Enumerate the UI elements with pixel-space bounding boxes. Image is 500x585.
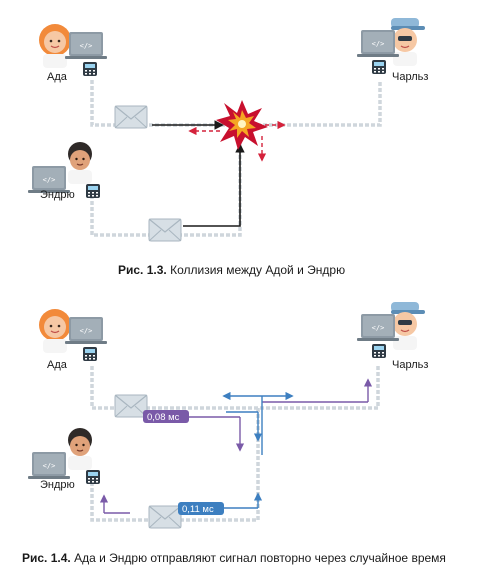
cap-icon [391, 18, 419, 28]
caption-number: Рис. 1.4. [22, 551, 71, 565]
phone-icon [83, 62, 97, 76]
collision-burst-icon [216, 100, 268, 150]
envelope-icon [114, 394, 148, 418]
ada-retransmit-path: 0,08 мс [99, 378, 373, 514]
chain-network-2 [90, 366, 380, 522]
phone-icon [86, 470, 100, 484]
ada-label: Ада [47, 359, 68, 371]
charles-label: Чарльз [392, 359, 428, 371]
andrew-label: Эндрю [40, 189, 75, 201]
andrew-avatar [70, 436, 90, 456]
andrew-station-1 [28, 142, 100, 198]
phone-icon [83, 347, 97, 361]
figure-1-3-caption: Рис. 1.3. Коллизия между Адой и Эндрю [118, 263, 345, 277]
phone-icon [86, 184, 100, 198]
envelope-icon [148, 505, 182, 529]
figure-1-4: Ада Чарльз Эндрю [22, 302, 446, 565]
caption-text: Ада и Эндрю отправляют сигнал повторно ч… [71, 551, 446, 565]
andrew-delay-text: 0,11 мс [182, 504, 214, 515]
ada-delay-tag [143, 410, 189, 423]
ada-station-1 [39, 24, 107, 76]
cap-icon [391, 302, 419, 312]
ada-label: Ада [47, 71, 68, 83]
laptop-icon [65, 317, 107, 344]
charles-station-1 [357, 18, 425, 74]
charles-station-2 [357, 302, 425, 358]
ada-station-2 [39, 309, 107, 361]
andrew-label: Эндрю [40, 479, 75, 491]
phone-icon [372, 344, 386, 358]
andrew-avatar [70, 150, 90, 170]
charles-label: Чарльз [392, 71, 428, 83]
caption-number: Рис. 1.3. [118, 263, 167, 277]
phone-icon [372, 60, 386, 74]
laptop-icon [28, 452, 70, 479]
figure-1-4-caption: Рис. 1.4. Ада и Эндрю отправляют сигнал … [22, 551, 446, 565]
envelope-icon [148, 218, 182, 242]
envelope-icon [114, 105, 148, 129]
andrew-station-2 [28, 428, 100, 484]
andrew-retransmit-path: 0,11 мс [178, 391, 294, 515]
andrew-delay-tag [178, 502, 224, 515]
caption-text: Коллизия между Адой и Эндрю [167, 263, 345, 277]
ada-delay-text: 0,08 мс [147, 412, 180, 423]
laptop-icon [357, 30, 399, 57]
laptop-icon [357, 314, 399, 341]
figure-1-3: Ада Чарльз Эндрю [28, 18, 428, 277]
andrew-signal-arrow [183, 143, 245, 227]
chain-network-1 [90, 80, 382, 237]
laptop-icon [65, 32, 107, 59]
